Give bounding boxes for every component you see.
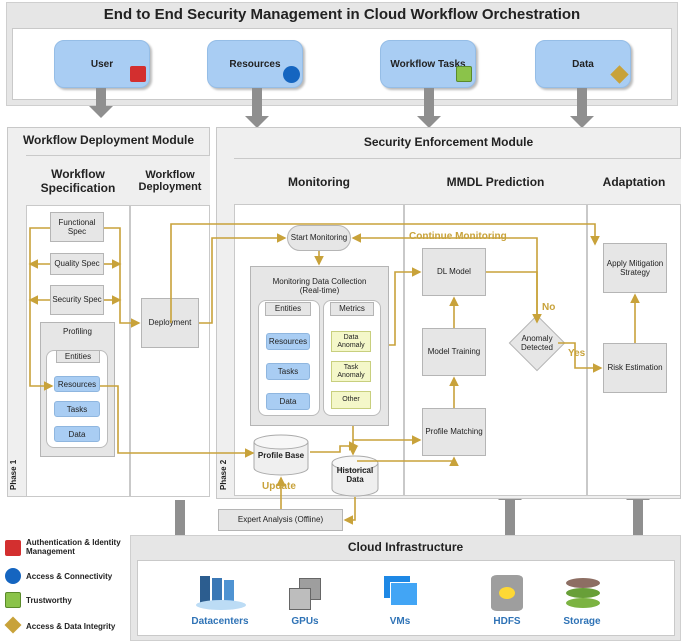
historical-data-label: Historical Data bbox=[336, 466, 374, 485]
monitoring-title: Monitoring bbox=[234, 159, 404, 205]
cloud-title: Cloud Infrastructure bbox=[347, 540, 464, 554]
legend-integrity-label: Access & Data Integrity bbox=[26, 622, 116, 631]
apply-mitigation: Apply Mitigation Strategy bbox=[603, 243, 667, 293]
gpus-label: GPUs bbox=[291, 616, 319, 627]
deploy-column-title: Workflow Deployment bbox=[130, 156, 210, 206]
mon-resources: Resources bbox=[266, 333, 310, 350]
task-anomaly: Task Anomaly bbox=[331, 361, 371, 382]
legend-lock-green-icon bbox=[5, 592, 21, 608]
lock-red-icon bbox=[130, 66, 146, 82]
legend-access-label: Access & Connectivity bbox=[26, 572, 113, 581]
vms-icon bbox=[384, 576, 418, 608]
storage-label: Storage bbox=[563, 616, 601, 627]
phase-1-label: Phase 1 bbox=[9, 459, 18, 490]
collection-label: Monitoring Data Collection (Real-time) bbox=[272, 277, 367, 296]
legend-lock-gold-icon bbox=[4, 616, 22, 634]
hdfs-label: HDFS bbox=[493, 616, 521, 627]
model-training: Model Training bbox=[422, 328, 486, 376]
profiling-entities-label: Entities bbox=[56, 350, 100, 363]
profiling-resources: Resources bbox=[54, 376, 100, 392]
datacenters-label: Datacenters bbox=[191, 616, 249, 627]
lock-green-icon bbox=[456, 66, 472, 82]
hdfs-icon bbox=[491, 575, 523, 611]
profile-matching: Profile Matching bbox=[422, 408, 486, 456]
mon-data: Data bbox=[266, 393, 310, 410]
profile-base-label: Profile Base bbox=[257, 451, 305, 460]
vms-label: VMs bbox=[389, 616, 411, 627]
security-spec: Security Spec bbox=[50, 285, 104, 315]
continue-monitoring-label: Continue Monitoring bbox=[409, 231, 507, 242]
storage-icon bbox=[566, 578, 600, 612]
datacenters-icon bbox=[196, 574, 246, 610]
gpus-icon bbox=[289, 578, 321, 610]
mon-tasks: Tasks bbox=[266, 363, 310, 380]
phase-2-label: Phase 2 bbox=[219, 459, 228, 490]
user-label: User bbox=[90, 58, 114, 70]
historical-data-cylinder bbox=[331, 455, 379, 497]
profiling-data: Data bbox=[54, 426, 100, 442]
mon-entities-label: Entities bbox=[265, 302, 311, 316]
profiling-tasks: Tasks bbox=[54, 401, 100, 417]
no-label: No bbox=[542, 302, 556, 313]
data-label: Data bbox=[572, 58, 594, 70]
start-monitoring: Start Monitoring bbox=[287, 225, 351, 251]
profiling-label: Profiling bbox=[63, 327, 92, 336]
functional-spec: Functional Spec bbox=[50, 212, 104, 242]
sem-title: Security Enforcement Module bbox=[363, 135, 534, 149]
profile-base-cylinder bbox=[253, 434, 309, 476]
update-label: Update bbox=[262, 481, 296, 492]
wdm-title: Workflow Deployment Module bbox=[22, 133, 195, 147]
mon-metrics-label: Metrics bbox=[330, 302, 374, 316]
legend-trust-label: Trustworthy bbox=[26, 596, 72, 605]
expert-analysis: Expert Analysis (Offline) bbox=[218, 509, 343, 531]
other-metric: Other bbox=[331, 391, 371, 409]
adaptation-title: Adaptation bbox=[587, 159, 681, 205]
legend-lock-blue-icon bbox=[5, 568, 21, 584]
resources-label: Resources bbox=[229, 58, 281, 70]
spec-column-title: Workflow Specification bbox=[26, 156, 130, 206]
anomaly-detected: Anomaly Detected bbox=[520, 333, 554, 352]
dl-model: DL Model bbox=[422, 248, 486, 296]
risk-estimation: Risk Estimation bbox=[603, 343, 667, 393]
workflow-tasks-label: Workflow Tasks bbox=[390, 58, 466, 70]
adaptation-column bbox=[587, 158, 681, 496]
quality-spec: Quality Spec bbox=[50, 253, 104, 275]
deployment-box: Deployment bbox=[141, 298, 199, 348]
yes-label: Yes bbox=[568, 348, 586, 359]
data-anomaly: Data Anomaly bbox=[331, 331, 371, 352]
page-title: End to End Security Management in Cloud … bbox=[103, 5, 581, 23]
legend-auth-label: Authentication & Identity Management bbox=[26, 538, 121, 557]
mmdl-title: MMDL Prediction bbox=[404, 159, 587, 205]
legend-lock-red-icon bbox=[5, 540, 21, 556]
lock-blue-icon bbox=[283, 66, 300, 83]
